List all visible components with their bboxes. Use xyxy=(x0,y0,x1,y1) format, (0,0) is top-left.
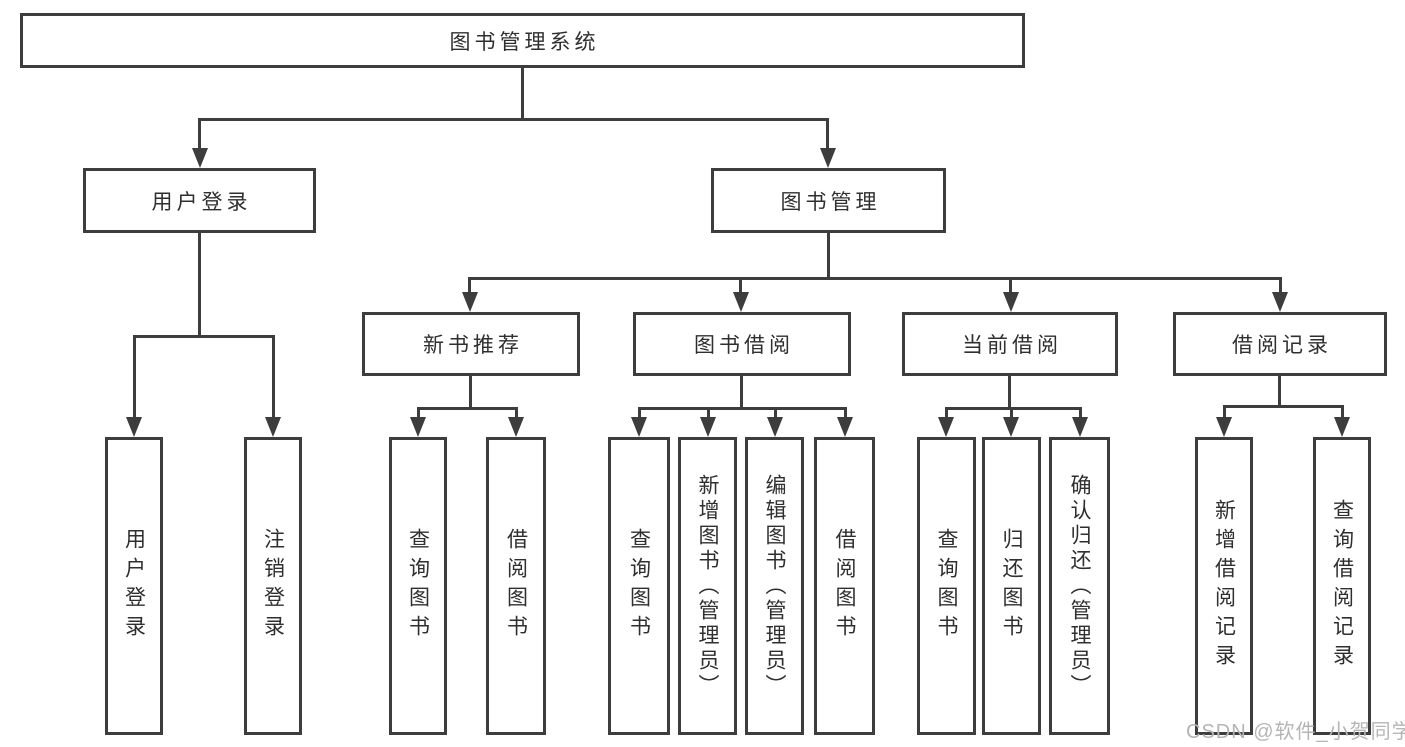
connector-book-borrow-stem xyxy=(740,376,743,407)
connector-leaf-cb-return-drop xyxy=(1010,407,1013,417)
arrowhead-leaf-cb-confirm xyxy=(1072,417,1088,437)
arrowhead-current-borrow xyxy=(1003,292,1019,312)
connector-book-mgmt-stem xyxy=(827,233,830,277)
leaf-book-borrow-borrow: 借阅图书 xyxy=(814,437,875,735)
arrowhead-leaf-bb-add xyxy=(700,417,716,437)
leaf-logout: 注销登录 xyxy=(244,437,302,735)
connector-borrow-record-drop xyxy=(1279,277,1282,293)
connector-borrow-record-branch xyxy=(1223,405,1344,408)
connector-leaf-br-add-drop xyxy=(1223,405,1226,417)
connector-current-borrow-branch xyxy=(945,407,1082,410)
connector-leaf-cb-query-drop xyxy=(945,407,948,417)
arrowhead-leaf-bb-borrow xyxy=(837,417,853,437)
leaf-user-login: 用户登录 xyxy=(105,437,163,735)
arrowhead-book-mgmt xyxy=(820,148,836,168)
arrowhead-user-login xyxy=(192,148,208,168)
node-book-mgmt: 图书管理 xyxy=(711,168,946,233)
leaf-current-borrow-query: 查询图书 xyxy=(917,437,976,735)
connector-new-book-branch xyxy=(417,407,518,410)
arrowhead-leaf-br-add xyxy=(1216,417,1232,437)
arrowhead-borrow-record xyxy=(1272,292,1288,312)
connector-user-login-drop xyxy=(198,118,201,150)
leaf-book-borrow-edit-admin: 编辑图书（管理员） xyxy=(745,437,804,735)
arrowhead-leaf-cb-return xyxy=(1003,417,1019,437)
connector-borrow-record-stem xyxy=(1278,376,1281,405)
arrowhead-leaf-bb-edit xyxy=(767,417,783,437)
leaf-current-borrow-confirm-admin: 确认归还（管理员） xyxy=(1049,437,1110,735)
leaf-new-book-query: 查询图书 xyxy=(389,437,447,735)
leaf-new-book-borrow: 借阅图书 xyxy=(486,437,546,735)
connector-user-login-stem xyxy=(198,233,201,335)
node-book-borrow: 图书借阅 xyxy=(633,312,851,376)
connector-book-borrow-branch xyxy=(638,407,847,410)
arrowhead-leaf-logout xyxy=(265,417,281,437)
arrowhead-leaf-cb-query xyxy=(938,417,954,437)
connector-leaf-br-query-drop xyxy=(1341,405,1344,417)
node-current-borrow: 当前借阅 xyxy=(902,312,1118,376)
connector-leaf-nb-borrow-drop xyxy=(515,407,518,417)
arrowhead-leaf-br-query xyxy=(1334,417,1350,437)
connector-leaf-bb-borrow-drop xyxy=(844,407,847,417)
csdn-watermark: CSDN @软件_小贺同学 xyxy=(1186,721,1405,743)
connector-user-login-branch xyxy=(133,335,275,338)
connector-leaf-user-login-drop xyxy=(133,335,136,417)
node-user-login: 用户登录 xyxy=(83,168,316,233)
connector-book-mgmt-branch xyxy=(468,277,1282,280)
leaf-book-borrow-add-admin: 新增图书（管理员） xyxy=(678,437,737,735)
arrowhead-leaf-bb-query xyxy=(631,417,647,437)
leaf-record-query: 查询借阅记录 xyxy=(1313,437,1371,735)
connector-leaf-nb-query-drop xyxy=(417,407,420,417)
leaf-current-borrow-return: 归还图书 xyxy=(982,437,1041,735)
connector-book-borrow-drop xyxy=(739,277,742,293)
connector-current-borrow-drop xyxy=(1009,277,1012,293)
connector-new-book-drop xyxy=(468,277,471,293)
arrowhead-leaf-nb-borrow xyxy=(508,417,524,437)
leaf-record-add: 新增借阅记录 xyxy=(1195,437,1253,735)
arrowhead-leaf-user-login xyxy=(126,417,142,437)
connector-leaf-logout-drop xyxy=(272,335,275,417)
node-root: 图书管理系统 xyxy=(20,13,1025,68)
connector-leaf-bb-edit-drop xyxy=(774,407,777,417)
node-new-book: 新书推荐 xyxy=(362,312,580,376)
node-borrow-record: 借阅记录 xyxy=(1173,312,1387,376)
connector-new-book-stem xyxy=(469,376,472,407)
connector-root-branch xyxy=(199,118,829,121)
connector-leaf-cb-confirm-drop xyxy=(1079,407,1082,417)
arrowhead-leaf-nb-query xyxy=(410,417,426,437)
arrowhead-new-book xyxy=(462,292,478,312)
connector-root-stem xyxy=(521,68,524,118)
connector-current-borrow-stem xyxy=(1008,376,1011,407)
arrowhead-book-borrow xyxy=(733,292,749,312)
leaf-book-borrow-query: 查询图书 xyxy=(608,437,670,735)
connector-leaf-bb-add-drop xyxy=(707,407,710,417)
connector-leaf-bb-query-drop xyxy=(638,407,641,417)
connector-book-mgmt-drop xyxy=(826,118,829,150)
